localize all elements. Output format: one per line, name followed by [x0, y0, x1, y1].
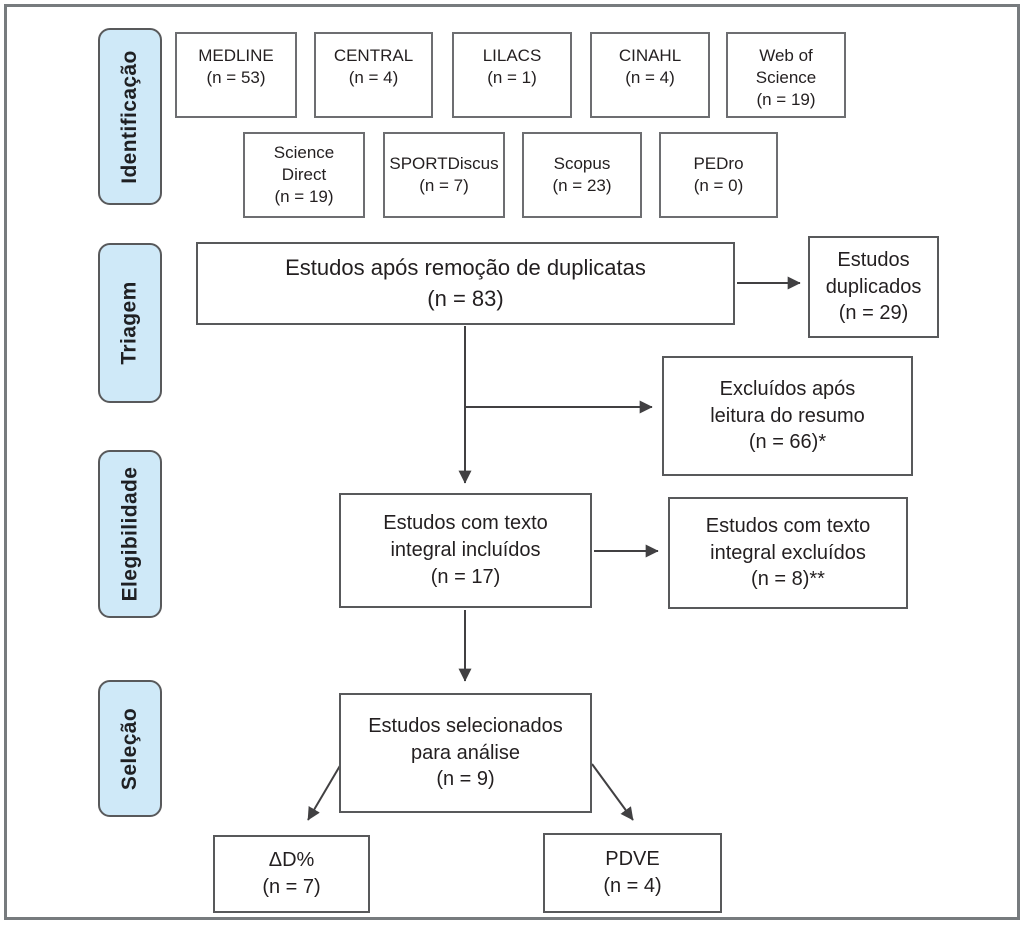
flow-box-text: integral incluídos [390, 539, 541, 562]
flow-box-text: para análise [411, 741, 520, 764]
db-name: Direct [281, 164, 327, 184]
stage-label-elegibilidade: Elegibilidade [98, 450, 162, 618]
db-count: (n = 4) [348, 68, 399, 88]
flow-box-count: (n = 17) [430, 565, 501, 588]
flow-box-text: Estudos com texto [705, 514, 871, 537]
db-count: (n = 19) [274, 187, 334, 207]
diagram-frame [4, 4, 1020, 920]
db-box-medline: MEDLINE (n = 53) [175, 32, 297, 118]
db-count: (n = 0) [693, 176, 744, 195]
db-count: (n = 1) [487, 68, 537, 88]
flow-box-text: integral excluídos [710, 541, 866, 564]
flow-box-outcome-delta-d: ΔD% (n = 7) [213, 835, 370, 913]
db-name: Science [273, 142, 335, 162]
flow-box-text: Estudos selecionados [368, 714, 563, 737]
db-name: Science [755, 68, 817, 88]
flow-box-text: Estudos após remoção de duplicatas [285, 254, 646, 280]
flow-box-text: Excluídos após [719, 377, 856, 400]
db-box-pedro: PEDro (n = 0) [659, 132, 778, 218]
db-box-central: CENTRAL (n = 4) [314, 32, 433, 118]
flow-box-count: (n = 29) [838, 302, 909, 325]
db-box-scopus: Scopus (n = 23) [522, 132, 642, 218]
db-name: LILACS [482, 46, 542, 65]
db-count: (n = 7) [419, 176, 469, 195]
stage-label-text: Identificação [118, 49, 142, 184]
db-box-cinahl: CINAHL (n = 4) [590, 32, 710, 118]
flow-box-fulltext-excluded: Estudos com texto integral excluídos (n … [668, 497, 908, 609]
flow-box-excluded-after-abstract: Excluídos após leitura do resumo (n = 66… [662, 356, 913, 476]
db-name: MEDLINE [198, 46, 274, 65]
db-name: Scopus [553, 153, 611, 173]
flow-box-outcome-pdve: PDVE (n = 4) [543, 833, 722, 913]
db-count: (n = 4) [625, 68, 675, 88]
flow-box-text: leitura do resumo [710, 404, 865, 427]
flow-box-text: duplicados [825, 275, 922, 298]
stage-label-identificacao: Identificação [98, 28, 162, 205]
flow-box-count: (n = 9) [436, 768, 495, 791]
flow-box-after-duplicate-removal: Estudos após remoção de duplicatas (n = … [196, 242, 735, 325]
stage-label-text: Seleção [118, 707, 141, 790]
db-count: (n = 53) [206, 68, 266, 88]
db-name: SPORTDiscus [389, 153, 499, 173]
flow-box-text: PDVE [605, 848, 660, 871]
flow-box-count: (n = 4) [603, 875, 662, 897]
stage-label-selecao: Seleção [98, 680, 162, 817]
flow-box-count: (n = 66)* [748, 431, 827, 454]
flow-box-duplicated-studies: Estudos duplicados (n = 29) [808, 236, 939, 338]
flow-box-count: (n = 7) [262, 876, 321, 898]
db-box-sportdiscus: SPORTDiscus (n = 7) [383, 132, 505, 218]
flow-box-text: ΔD% [268, 849, 315, 872]
db-name: CINAHL [618, 46, 682, 65]
flow-box-selected-for-analysis: Estudos selecionados para análise (n = 9… [339, 693, 592, 813]
stage-label-text: Triagem [118, 281, 141, 365]
db-name: PEDro [693, 153, 744, 173]
flow-box-count: (n = 8)** [751, 568, 825, 591]
stage-label-triagem: Triagem [98, 243, 162, 403]
db-count: (n = 23) [552, 176, 612, 195]
db-box-lilacs: LILACS (n = 1) [452, 32, 572, 118]
db-name: Web of [759, 46, 813, 65]
db-box-web-of-science: Web of Science (n = 19) [726, 32, 846, 118]
db-box-science-direct: Science Direct (n = 19) [243, 132, 365, 218]
flow-box-fulltext-included: Estudos com texto integral incluídos (n … [339, 493, 592, 608]
flow-box-count: (n = 83) [427, 285, 504, 311]
flow-box-text: Estudos [837, 248, 910, 271]
flow-box-text: Estudos com texto [383, 512, 548, 535]
db-count: (n = 19) [756, 90, 816, 110]
stage-label-text: Elegibilidade [118, 466, 142, 602]
db-name: CENTRAL [333, 46, 414, 65]
